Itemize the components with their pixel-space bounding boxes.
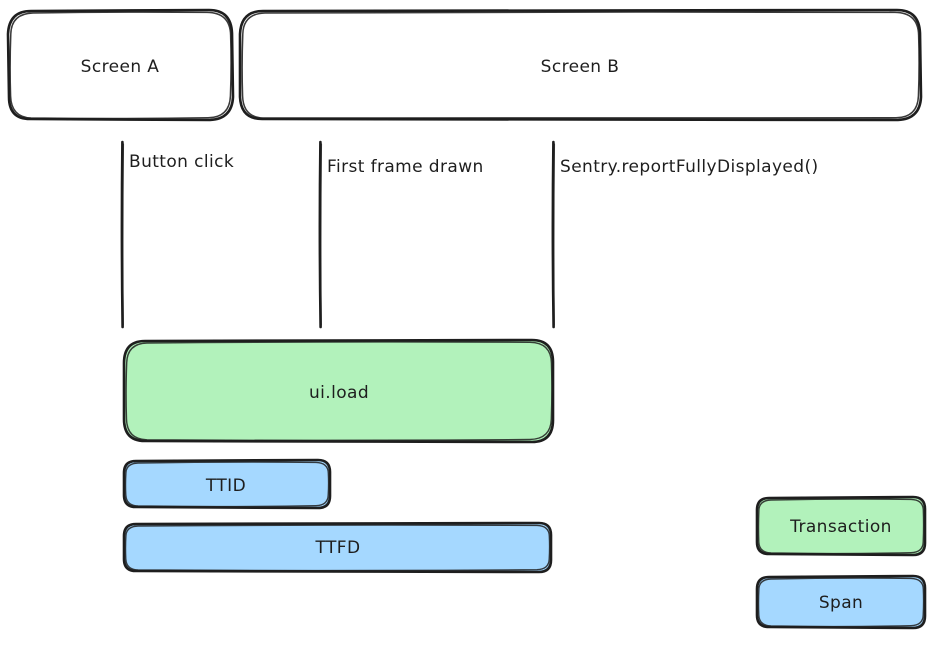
legend-item-transaction[interactable] — [757, 497, 925, 555]
bar-ttfd-shape[interactable] — [122, 521, 553, 574]
screen-a-box[interactable] — [8, 10, 232, 120]
bar-ttfd[interactable] — [124, 523, 551, 572]
bar-ui-load[interactable] — [124, 340, 553, 442]
legend-transaction-shape[interactable] — [755, 495, 927, 557]
screen-b-shape[interactable] — [238, 8, 923, 122]
legend-item-span[interactable] — [757, 576, 925, 628]
legend-span-shape[interactable] — [755, 574, 927, 630]
screen-b-box[interactable] — [240, 10, 920, 120]
marker-line-first-frame-drawn — [318, 140, 323, 329]
bar-ttid[interactable] — [124, 460, 330, 508]
marker-line-button-click — [120, 140, 125, 329]
bar-ttid-shape[interactable] — [122, 458, 332, 510]
marker-line-report-fully-displayed — [551, 140, 556, 329]
bar-ui-load-shape[interactable] — [122, 338, 555, 444]
screen-a-shape[interactable] — [6, 8, 235, 122]
